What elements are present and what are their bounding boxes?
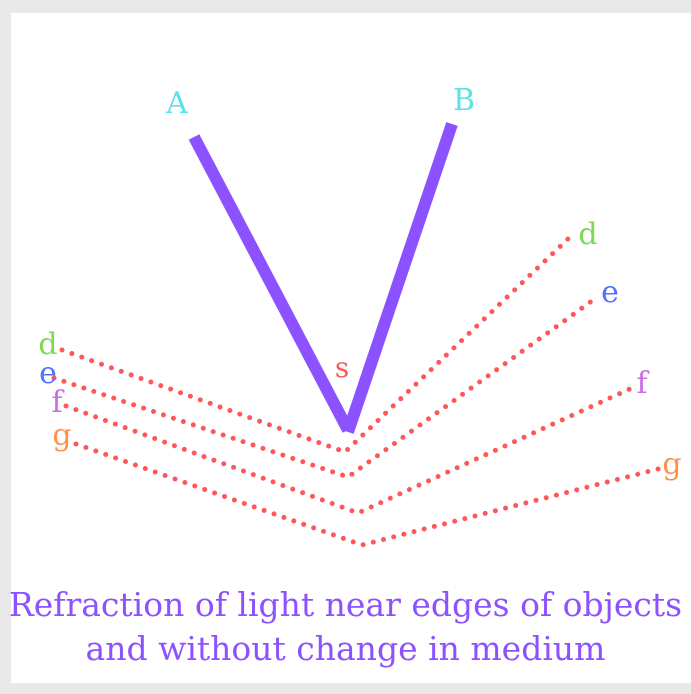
label-d-right: d: [578, 217, 597, 252]
caption-line-1: Refraction of light near edges of object…: [8, 585, 683, 624]
ray-e: [51, 295, 599, 480]
white-panel: [11, 13, 691, 683]
label-e-right: e: [601, 275, 619, 310]
label-g-right: g: [662, 447, 681, 482]
ray-d: [59, 234, 573, 455]
edge-b: [342, 122, 458, 434]
label-f-left: f: [51, 385, 64, 420]
ray-f: [63, 385, 635, 516]
label-g-left: g: [52, 418, 71, 453]
ray-g: [73, 441, 665, 548]
label-d-left: d: [38, 327, 57, 362]
caption-line-2: and without change in medium: [85, 629, 606, 668]
label-s: s: [335, 351, 349, 384]
label-e-left: e: [39, 356, 57, 391]
label-b: B: [453, 83, 475, 118]
label-f-right: f: [636, 366, 649, 401]
edge-a: [188, 134, 354, 433]
label-a: A: [165, 86, 188, 121]
